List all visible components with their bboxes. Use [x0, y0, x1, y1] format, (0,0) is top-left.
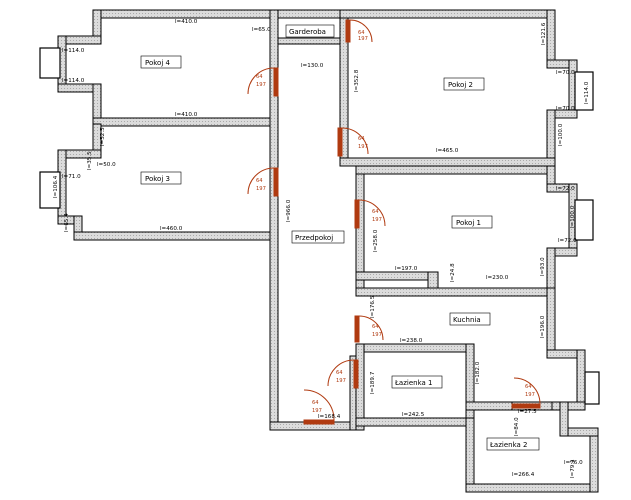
dimension-label: l=266.4 [512, 472, 535, 478]
dimension-label: l=242.5 [402, 412, 425, 418]
dimension-label: l=176.5 [370, 295, 376, 318]
dimension-label: l=966.0 [286, 199, 292, 222]
dimension-label: l=72.0 [558, 238, 577, 244]
room-label-pokoj2: Pokoj 2 [448, 81, 473, 89]
dimension-label: l=238.0 [400, 338, 423, 344]
dimension-label: l=106.4 [53, 175, 59, 198]
dimension-label: l=100.0 [558, 123, 564, 146]
dimension-label: l=93.0 [540, 257, 546, 276]
dimension-label: l=70.0 [556, 70, 575, 76]
dimension-label: l=230.0 [486, 275, 509, 281]
window-pokoj1 [574, 199, 594, 241]
room-label-lazienka2: Łazienka 2 [489, 441, 528, 449]
dimension-label: l=410.0 [175, 112, 198, 118]
door-label: 64 [358, 30, 365, 36]
dimension-label: l=114.0 [62, 78, 85, 84]
dimension-label: l=352.8 [354, 69, 360, 92]
dimension-label: l=27.5 [518, 409, 537, 415]
dimension-label: l=84.0 [514, 417, 520, 436]
door-label: 64 [372, 324, 379, 330]
window-pokoj3 [39, 171, 61, 209]
dimension-label: l=65.4 [64, 213, 70, 232]
dimension-label: l=50.0 [97, 162, 116, 168]
window-pokoj2 [574, 71, 594, 111]
door-label: 197 [256, 82, 266, 88]
door-labels: 64 197 64 197 64 197 64 197 64 197 64 19… [256, 30, 535, 414]
door-label: 197 [358, 144, 368, 150]
dimension-label: l=35.5 [87, 151, 93, 170]
door-kuchnia [354, 315, 384, 343]
door-label: 197 [336, 378, 346, 384]
door-label: 64 [256, 74, 263, 80]
dimension-label: l=168.4 [318, 414, 341, 420]
dimension-label: l=71.0 [62, 174, 81, 180]
door-pokoj4 [247, 67, 279, 97]
walls [57, 9, 599, 493]
door-pokoj2 [337, 127, 369, 157]
dimension-label: l=79.1 [570, 459, 576, 478]
door-label: 64 [358, 136, 365, 142]
room-label-pokoj1: Pokoj 1 [456, 219, 481, 227]
room-label-kuchnia: Kuchnia [453, 316, 481, 324]
room-labels: Pokoj 4 Pokoj 3 Pokoj 2 Pokoj 1 Garderob… [140, 24, 540, 451]
dimension-label: l=100.0 [570, 205, 576, 228]
window-pokoj4 [39, 47, 61, 79]
door-label: 197 [372, 332, 382, 338]
door-label: 64 [312, 400, 319, 406]
dimension-label: l=258.0 [373, 229, 379, 252]
dimension-label: l=72.0 [556, 186, 575, 192]
dimension-label: l=410.0 [175, 19, 198, 25]
dimension-label: l=182.0 [475, 361, 481, 384]
dimension-label: l=189.7 [370, 371, 376, 394]
door-label: 64 [372, 209, 379, 215]
dimension-label: l=121.6 [541, 22, 547, 45]
dimension-label: l=70.0 [556, 106, 575, 112]
door-label: 197 [358, 36, 368, 42]
doors [247, 19, 541, 425]
room-label-garderoba: Garderoba [289, 28, 326, 36]
dimension-label: l=465.0 [436, 148, 459, 154]
windows [39, 47, 600, 405]
dimension-labels: l=410.0 l=65.0 l=114.0 l=114.0 l=410.0 l… [53, 19, 590, 478]
room-label-pokoj4: Pokoj 4 [145, 59, 171, 67]
door-label: 64 [256, 178, 263, 184]
room-label-lazienka1: Łazienka 1 [394, 379, 433, 387]
door-entrance [303, 389, 335, 425]
dimension-label: l=114.0 [584, 81, 590, 104]
dimension-label: l=114.0 [62, 48, 85, 54]
door-lazienka2 [511, 377, 541, 409]
dimension-label: l=76.0 [564, 460, 583, 466]
door-garderoba [345, 19, 373, 43]
door-pokoj1 [354, 199, 386, 229]
dimension-label: l=460.0 [160, 226, 183, 232]
door-label: 64 [336, 370, 343, 376]
dimension-label: l=65.0 [252, 27, 271, 33]
dimension-label: l=24.8 [450, 263, 456, 282]
dimension-label: l=130.0 [301, 63, 324, 69]
room-label-przedpokoj: Przedpokoj [295, 234, 333, 242]
door-pokoj3 [247, 167, 279, 197]
window-kuchnia [584, 371, 600, 405]
door-label: 197 [372, 217, 382, 223]
room-label-pokoj3: Pokoj 3 [145, 175, 170, 183]
door-label: 197 [312, 408, 322, 414]
door-lazienka1 [327, 359, 359, 389]
door-label: 197 [256, 186, 266, 192]
dimension-label: l=52.5 [100, 127, 106, 146]
door-label: 64 [525, 384, 532, 390]
door-label: 197 [525, 392, 535, 398]
dimension-label: l=197.0 [395, 266, 418, 272]
dimension-label: l=196.0 [540, 315, 546, 338]
